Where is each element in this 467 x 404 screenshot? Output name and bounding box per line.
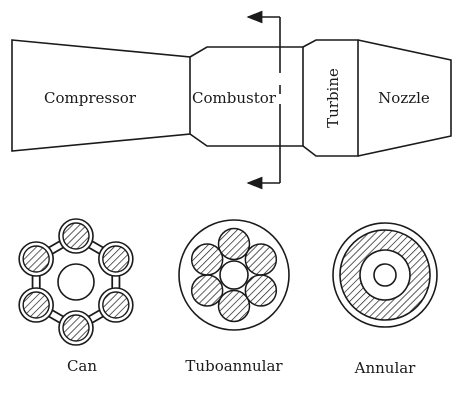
can-combustor-liner [102,291,130,319]
tuboannular-can-liner [190,243,224,276]
tuboannular-cans [190,227,278,323]
turbine-label: Turbine [324,68,342,128]
can-combustor-liner [62,314,90,342]
compressor-label: Compressor [44,89,137,107]
combustor-label: Combustor [192,89,277,107]
annular-cross-section [332,222,438,328]
annular-label: Annular [354,359,417,377]
can-cross-section [18,218,134,346]
tuboannular-can-liner [217,289,251,323]
can-label: Can [67,357,97,375]
turbine-section [302,39,359,157]
tuboannular-label: Tuboannular [185,357,283,375]
can-combustor-liner [102,245,130,273]
section-cut-indicator [246,10,281,190]
annular-inner-circle [373,263,397,287]
can-combustor-liner [22,245,50,273]
tuboannular-can-liner [244,274,278,307]
tuboannular-outer-casing [178,219,290,331]
tuboannular-cross-section [178,219,290,331]
can-combustor-liner [62,222,90,250]
can-center-circle [57,263,95,301]
annular-outer-casing [332,222,438,328]
tuboannular-can-liner [217,227,251,261]
annular-liner [339,229,431,321]
tuboannular-center-circle [219,260,249,290]
tuboannular-can-liner [244,243,278,276]
combustor-section [189,46,304,147]
can-combustors [18,218,134,346]
nozzle-label: Nozzle [378,89,430,107]
can-combustor-liner [22,291,50,319]
engine-outline [11,39,452,157]
tuboannular-can-liner [190,274,224,307]
nozzle-section [357,39,452,157]
